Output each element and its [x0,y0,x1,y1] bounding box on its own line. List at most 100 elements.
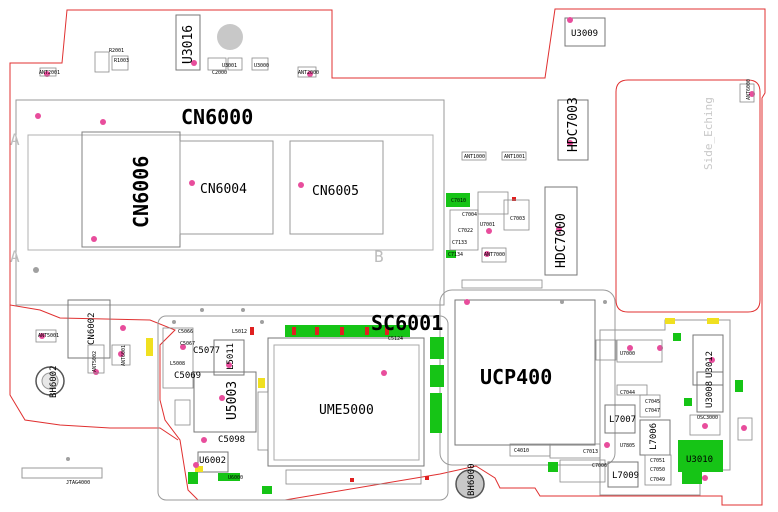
u3010-label: U3010 [686,455,713,465]
cn6004-body [179,140,274,235]
c5098-label: C5098 [218,435,245,445]
l7009-label: L7009 [612,471,639,481]
tiny-label: ANT5001 [38,333,59,339]
tiny-label: C7006 [592,463,607,469]
c5069-label: C5069 [174,371,201,381]
cn6002-body [67,299,111,359]
ume5000-label: UME5000 [319,403,374,418]
ucp400-label: UCP400 [480,365,552,389]
fiducials [33,267,607,461]
sc6001-outline [157,315,449,501]
tiny-label: R1003 [114,58,129,64]
tiny-label: C5124 [388,336,403,342]
tiny-label: C4010 [514,448,529,454]
cn6000-outline [15,99,445,306]
tiny-label: ANT7000 [484,252,505,258]
side-eching-label: Side_Eching [702,97,715,170]
tiny-label: C7004 [462,212,477,218]
tiny-label: C7134 [448,252,463,258]
ucp400-body [454,299,596,446]
mark-a-top: A [10,130,20,149]
rf-shield-outline [599,319,731,496]
l7006-label: L7006 [649,423,659,450]
bh6002-hole-inner [41,372,59,390]
bh6000-label: BH6000 [467,463,477,496]
u6002-body [197,451,229,473]
tiny-label: ANT2001 [39,70,60,76]
tiny-label: ANT6001 [121,345,127,366]
hdc7003-label: HDC7003 [566,97,581,152]
mark-b: B [374,247,384,266]
hdc7003-body [557,99,589,161]
tiny-label: L5012 [232,329,247,335]
tiny-label: U3001 [222,63,237,69]
cn6005-body [289,140,384,235]
hdc7000-label: HDC7000 [554,213,569,268]
tiny-label: C7133 [452,240,467,246]
tiny-labels: ANT2001 ANT2000 ANT1000 ANT1001 ANT7000 … [38,48,752,483]
tiny-label: ANT1001 [504,154,525,160]
tiny-label: C7045 [645,399,660,405]
tiny-label: C5066 [178,329,193,335]
ume5000-body [267,337,425,467]
u7001-label: U7001 [480,222,495,228]
bh6000-hole [455,469,485,499]
cn6004-label: CN6004 [200,182,247,197]
l7009-body [607,461,639,488]
tiny-label: C7050 [650,467,665,473]
bh6002-hole [35,366,65,396]
l7007-body [604,404,636,434]
u3008-body [696,371,724,413]
tiny-label: ANT6000 [746,79,752,100]
u5003-label: U5003 [225,381,240,420]
l5011-label: L5011 [226,343,236,370]
jtag4000-body [21,467,103,479]
u3009-body [564,17,606,47]
tiny-label: ANT2000 [298,70,319,76]
tiny-label: OSC3000 [697,415,718,421]
mark-a-bottom: A [10,247,20,266]
l5011-body [213,339,245,376]
sc6001-label: SC6001 [371,311,443,335]
yellow-pads [146,318,719,472]
tiny-label: C7049 [650,477,665,483]
bh6002-label: BH6002 [49,365,59,398]
tiny-label: C2000 [212,70,227,76]
tiny-label: U3000 [254,63,269,69]
tiny-label: R2001 [109,48,124,54]
u3009-label: U3009 [571,29,598,39]
c5077-label: C5077 [193,346,220,356]
board-outline-left-lobe [9,305,179,441]
u3008-label: U3008 [705,381,715,408]
cn6000-inner [27,134,434,251]
u3012-label: U3012 [705,351,715,378]
tiny-label: C7013 [583,449,598,455]
tiny-label: C7003 [510,216,525,222]
u3012-body [692,334,724,386]
u6000-label: U6000 [228,475,243,481]
l5008-label: L5008 [170,361,185,367]
cn6002-label: CN6002 [87,312,97,345]
l7007-label: L7007 [609,415,636,425]
red-markers [250,197,516,482]
u3016-body [175,14,201,71]
right-cutout [615,79,761,313]
tiny-label: U7000 [620,351,635,357]
tiny-label: C7022 [458,228,473,234]
tiny-label: C7051 [650,458,665,464]
tiny-label: C5067 [180,341,195,347]
board-outline [9,8,766,506]
u6002-label: U6002 [199,456,226,466]
small-parts [35,51,755,486]
test-points [35,17,755,481]
c7044-label: C7044 [620,390,635,396]
tiny-label: C7047 [645,408,660,414]
cn6006-label: CN6006 [129,156,153,228]
u5003-body [193,371,257,433]
green-pads [188,193,743,494]
tiny-label: ANT1000 [464,154,485,160]
cn6000-label: CN6000 [181,105,253,129]
ume5000-inner [273,344,420,461]
mount-hole-top [217,24,243,50]
hdc7000-body [544,186,578,276]
